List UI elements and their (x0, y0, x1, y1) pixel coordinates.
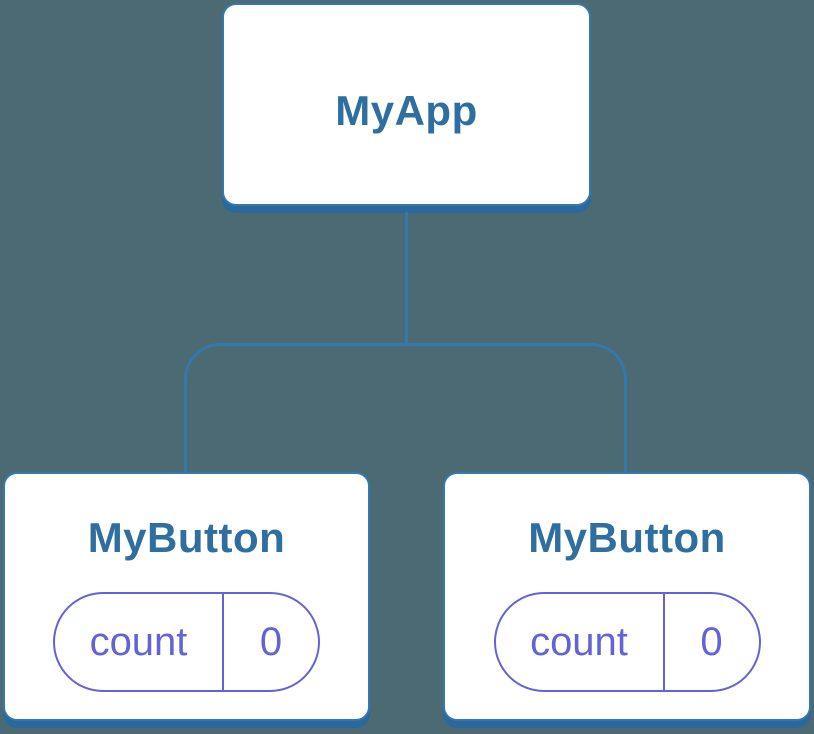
node-label-mybutton-left: MyButton (87, 514, 286, 561)
state-value-right: 0 (662, 594, 759, 690)
connector-bracket (184, 343, 627, 473)
state-key-left: count (89, 620, 188, 664)
state-key-right: count (530, 620, 628, 664)
tree-node-myapp: MyApp (222, 3, 591, 206)
state-pill-left: count 0 (53, 592, 320, 692)
node-label-mybutton-right: MyButton (528, 514, 726, 561)
connector-stem (405, 212, 408, 345)
node-label-myapp: MyApp (335, 86, 478, 134)
tree-node-mybutton-left: MyButton count 0 (3, 472, 370, 721)
state-value-left: 0 (222, 594, 318, 690)
state-pill-right: count 0 (493, 592, 761, 692)
tree-node-mybutton-right: MyButton count 0 (443, 472, 811, 721)
